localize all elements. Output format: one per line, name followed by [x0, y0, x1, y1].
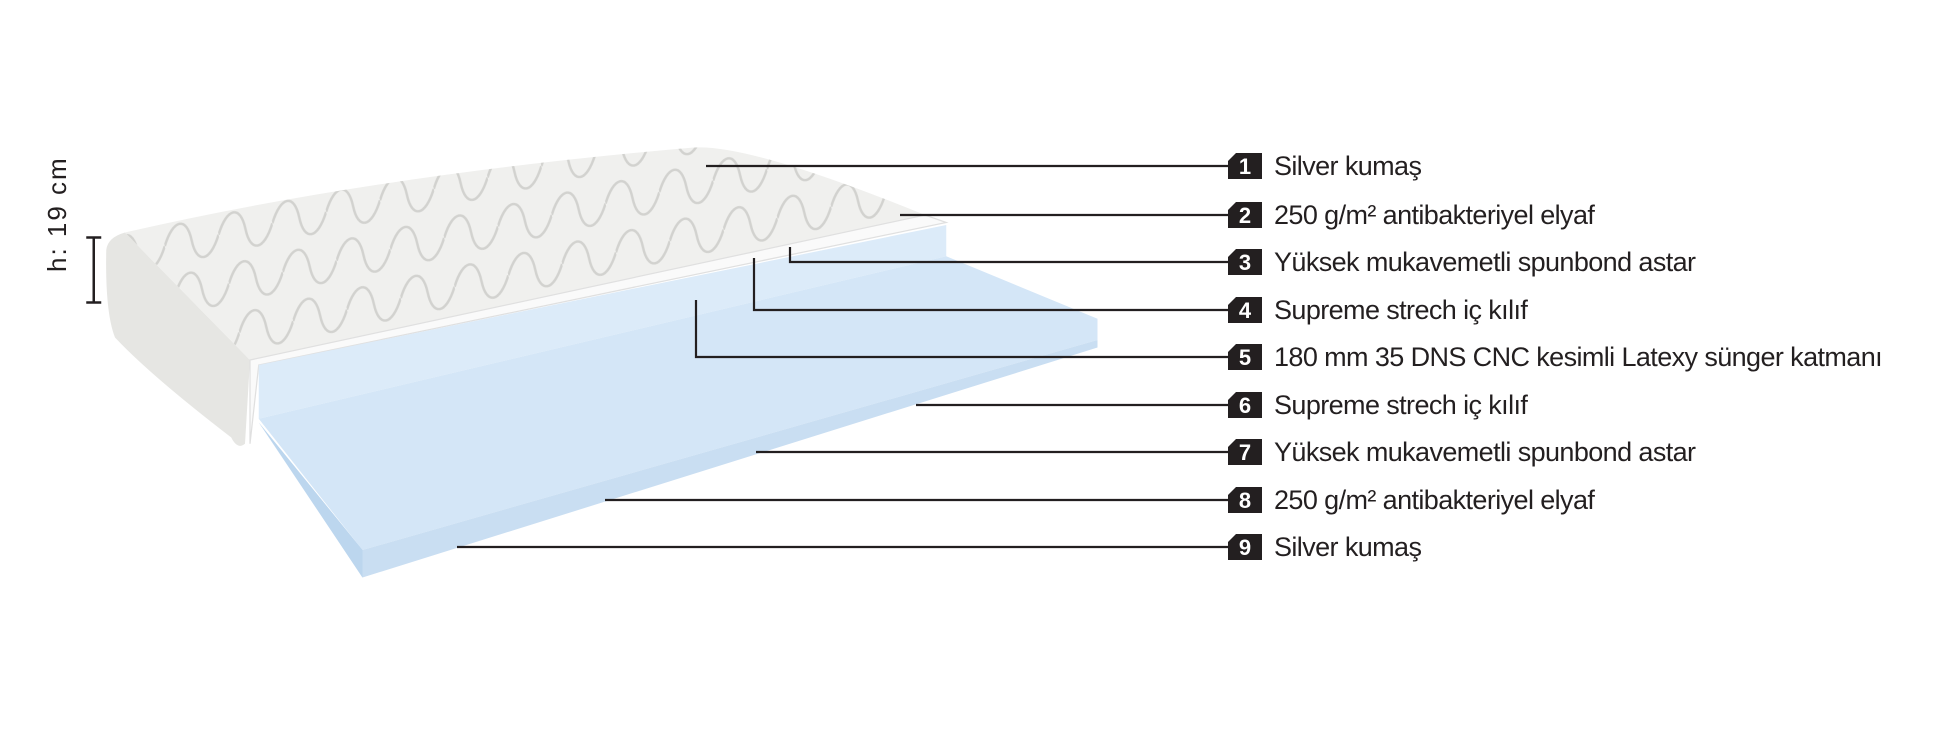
legend-item: 7 Yüksek mukavemetli spunbond astar — [1228, 436, 1696, 467]
legend-item: 1 Silver kumaş — [1228, 150, 1422, 181]
leader-lines — [457, 164, 1230, 549]
badge-number: 6 — [1238, 393, 1252, 418]
layer-label: Supreme strech iç kılıf — [1274, 389, 1528, 420]
number-badge: 7 — [1228, 439, 1262, 465]
layer-label: 250 g/m² antibakteriyel elyaf — [1274, 199, 1595, 230]
leader-line-4 — [752, 258, 1230, 312]
legend-item: 3 Yüksek mukavemetli spunbond astar — [1228, 246, 1696, 277]
layer-label: 180 mm 35 DNS CNC kesimli Latexy sünger … — [1274, 341, 1883, 372]
fiber-layer — [249, 214, 949, 444]
badge-number: 5 — [1238, 345, 1252, 370]
legend-item: 9 Silver kumaş — [1228, 531, 1422, 562]
legend-item: 4 Supreme strech iç kılıf — [1228, 294, 1528, 325]
leader-line-3 — [788, 247, 1230, 264]
layer-label: Silver kumaş — [1274, 150, 1422, 181]
number-badge: 3 — [1228, 249, 1262, 275]
layer-label: 250 g/m² antibakteriyel elyaf — [1274, 484, 1595, 515]
height-label: h: 19 cm — [42, 156, 72, 272]
number-badge: 6 — [1228, 392, 1262, 418]
legend-item: 5 180 mm 35 DNS CNC kesimli Latexy sünger… — [1228, 341, 1883, 372]
mattress-side — [106, 232, 250, 446]
height-bracket — [86, 236, 102, 304]
foam-lower-top — [258, 256, 1098, 550]
layer-label: Yüksek mukavemetli spunbond astar — [1274, 436, 1696, 467]
legend-item: 8 250 g/m² antibakteriyel elyaf — [1228, 484, 1595, 515]
layer-label: Yüksek mukavemetli spunbond astar — [1274, 246, 1696, 277]
badge-number: 4 — [1238, 298, 1252, 323]
number-badge: 4 — [1228, 297, 1262, 323]
layer-label: Supreme strech iç kılıf — [1274, 294, 1528, 325]
foam-upper-face — [258, 225, 947, 419]
number-badge: 9 — [1228, 534, 1262, 560]
number-badge: 8 — [1228, 487, 1262, 513]
layer-label: Silver kumaş — [1274, 531, 1422, 562]
badge-number: 9 — [1238, 535, 1252, 560]
badge-number: 1 — [1238, 154, 1252, 179]
badge-number: 8 — [1238, 488, 1252, 513]
legend-item: 2 250 g/m² antibakteriyel elyaf — [1228, 199, 1595, 230]
leader-line-5 — [694, 300, 1230, 359]
number-badge: 1 — [1228, 153, 1262, 179]
number-badge: 2 — [1228, 202, 1262, 228]
legend-item: 6 Supreme strech iç kılıf — [1228, 389, 1528, 420]
badge-number: 3 — [1238, 250, 1252, 275]
badge-number: 2 — [1238, 203, 1252, 228]
badge-number: 7 — [1238, 440, 1252, 465]
number-badge: 5 — [1228, 344, 1262, 370]
